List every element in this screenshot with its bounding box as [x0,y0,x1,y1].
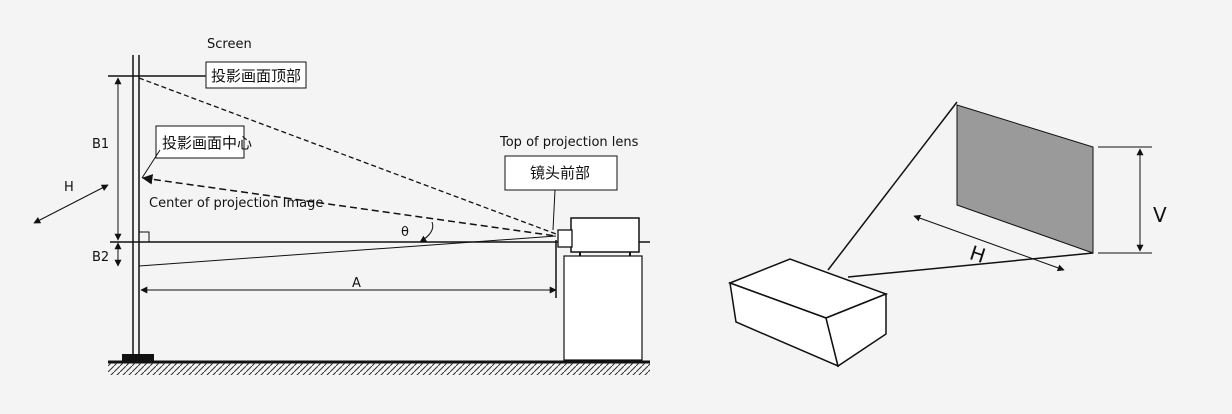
h-label-right: H [967,240,989,267]
side-view-labels: Screen 投影画面顶部 B1 投影画面中心 H Center of proj… [64,37,639,291]
top-lens-label: Top of projection lens [499,135,639,150]
h-label-left: H [64,180,74,195]
screen-center-callout [155,125,245,159]
projector-body [570,217,640,253]
b2-label: B2 [92,250,109,265]
right-angle-mark [139,231,150,242]
floor-hatch [108,363,650,375]
lens-front-callout [504,155,618,191]
screen-center-leader [141,149,161,179]
screen-label: Screen [207,37,252,52]
side-view-diagram [33,55,650,375]
projector-table [563,255,643,361]
theta-label: θ [401,225,409,240]
center-image-label: Center of projection Image [149,196,323,211]
screen-center-label: 投影画面中心 [162,134,252,152]
lens-front-leader [552,189,556,231]
a-label: A [352,276,361,291]
perspective-labels: V H [967,203,1167,268]
perspective-diagram [727,101,1152,368]
projector-lens [557,229,573,248]
projection-screen [956,104,1094,254]
v-label: V [1153,203,1167,227]
upper-ray [827,101,958,271]
lens-front-label: 镜头前部 [530,164,590,182]
bottom-ray [138,235,557,267]
screen-stand-base [122,354,154,362]
b1-label: B1 [92,137,109,152]
screen-top-label: 投影画面顶部 [211,67,301,85]
h-dimension [913,214,1065,272]
projector-box-side [825,292,887,368]
center-ray [141,174,557,237]
h-arrow [33,184,109,224]
screen-top-callout [205,61,307,89]
theta-arc [419,221,434,243]
top-ray [138,77,557,235]
